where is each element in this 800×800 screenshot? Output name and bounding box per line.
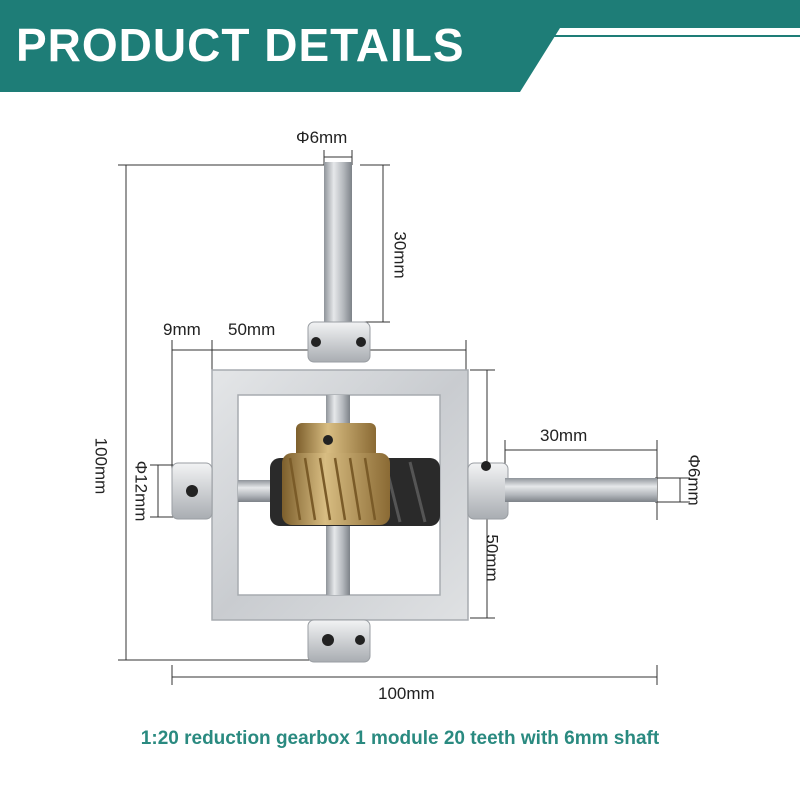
- top-shaft-diameter-label: Φ6mm: [296, 128, 348, 147]
- product-caption: 1:20 reduction gearbox 1 module 20 teeth…: [140, 728, 660, 749]
- page-title: PRODUCT DETAILS: [16, 19, 465, 71]
- right-collar: [467, 461, 509, 520]
- bottom-collar: [307, 619, 371, 663]
- collar-width-label: 9mm: [163, 320, 201, 339]
- brass-worm-gear: [282, 423, 390, 525]
- total-height-label: 100mm: [91, 437, 111, 495]
- box-width-label: 50mm: [228, 320, 276, 339]
- right-shaft-length-label: 30mm: [540, 426, 588, 445]
- top-shaft-length-label: 30mm: [390, 231, 410, 279]
- total-width-label: 100mm: [378, 684, 435, 703]
- right-shaft-diameter-label: Φ6mm: [684, 454, 704, 506]
- collar-diameter-label: Φ12mm: [131, 460, 151, 522]
- right-shaft: [505, 478, 657, 502]
- left-collar: [171, 462, 213, 520]
- box-height-label: 50mm: [482, 534, 502, 582]
- header-band: [0, 0, 800, 92]
- gearbox-frame: [211, 369, 469, 621]
- top-shaft: [324, 162, 352, 332]
- top-collar: [307, 321, 371, 363]
- dimension-lines: [118, 150, 690, 685]
